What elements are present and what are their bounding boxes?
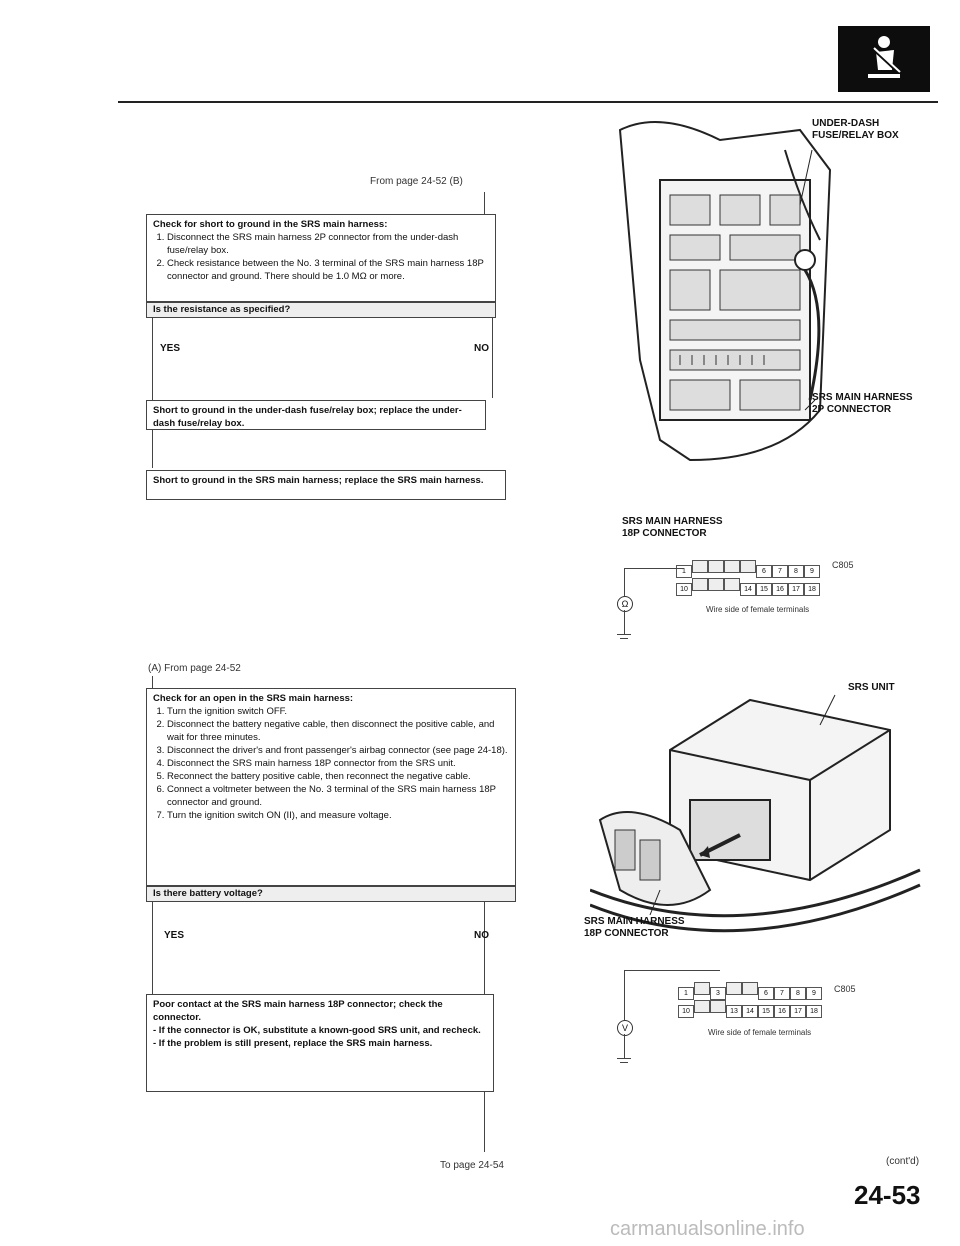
terminal: 16 <box>772 583 788 596</box>
terminal <box>742 982 758 995</box>
yes-label: YES <box>160 343 181 354</box>
terminal <box>708 578 724 591</box>
terminal: 6 <box>756 565 772 578</box>
ground-symbol <box>617 634 631 635</box>
result3-title: Poor contact at the SRS main harness 18P… <box>153 999 443 1023</box>
from-ref-a: (A) From page 24-52 <box>148 663 241 674</box>
flow-line <box>152 318 153 468</box>
probe-wire <box>624 970 625 1020</box>
terminal: 18 <box>806 1005 822 1018</box>
to-ref: To page 24-54 <box>440 1160 504 1171</box>
header-rule <box>118 101 938 103</box>
no-label: NO <box>474 343 489 354</box>
box2-step: Turn the ignition switch ON (II), and me… <box>167 809 509 822</box>
ground-symbol <box>617 1058 631 1059</box>
check-box-short-ground: Check for short to ground in the SRS mai… <box>146 214 496 302</box>
result3-item: - If the connector is OK, substitute a k… <box>153 1025 481 1036</box>
ground-symbol <box>620 638 628 639</box>
probe-wire <box>624 970 720 971</box>
terminal <box>740 560 756 573</box>
terminal: 16 <box>774 1005 790 1018</box>
terminal: 6 <box>758 987 774 1000</box>
flow-line <box>152 676 153 688</box>
ohmmeter-icon: Ω <box>617 596 633 612</box>
terminal <box>708 560 724 573</box>
box1-question: Is the resistance as specified? <box>146 302 496 318</box>
terminal: 9 <box>804 565 820 578</box>
terminal: 15 <box>756 583 772 596</box>
label-fuse-relay-box: UNDER-DASH FUSE/RELAY BOX <box>812 118 899 141</box>
terminal: 18 <box>804 583 820 596</box>
connector-caption: Wire side of female terminals <box>708 1028 812 1037</box>
ground-symbol <box>620 1062 628 1063</box>
watermark: carmanualsonline.info <box>610 1218 805 1240</box>
result-fuse-box: Short to ground in the under-dash fuse/r… <box>146 400 486 430</box>
box2-question: Is there battery voltage? <box>146 886 516 902</box>
no-label: NO <box>474 930 489 941</box>
terminal: 7 <box>774 987 790 1000</box>
ground-wire <box>624 1034 625 1058</box>
ground-wire <box>624 610 625 634</box>
terminal: 15 <box>758 1005 774 1018</box>
terminal <box>692 578 708 591</box>
label-18p-connector: SRS MAIN HARNESS 18P CONNECTOR <box>622 516 723 539</box>
terminal: 14 <box>740 583 756 596</box>
from-ref-top: From page 24-52 (B) <box>370 176 463 187</box>
yes-label: YES <box>164 930 185 941</box>
result-main-harness: Short to ground in the SRS main harness;… <box>146 470 506 500</box>
flow-line <box>492 318 493 398</box>
probe-wire <box>624 568 684 569</box>
terminal: 7 <box>772 565 788 578</box>
flow-line <box>484 192 485 214</box>
terminal: 8 <box>788 565 804 578</box>
terminal: 17 <box>790 1005 806 1018</box>
terminal <box>710 1000 726 1013</box>
terminal: 13 <box>726 1005 742 1018</box>
label-2p-connector: SRS MAIN HARNESS 2P CONNECTOR <box>812 392 913 415</box>
terminal <box>724 560 740 573</box>
label-srs-unit: SRS UNIT <box>848 682 895 693</box>
box2-step: Disconnect the driver's and front passen… <box>167 744 509 757</box>
connector-code: C805 <box>834 984 856 994</box>
terminal <box>726 982 742 995</box>
voltmeter-icon: V <box>617 1020 633 1036</box>
box1-step: Check resistance between the No. 3 termi… <box>167 257 489 283</box>
check-box-open: Check for an open in the SRS main harnes… <box>146 688 516 886</box>
box2-step: Reconnect the battery positive cable, th… <box>167 770 509 783</box>
terminal <box>692 560 708 573</box>
terminal: 17 <box>788 583 804 596</box>
terminal: 8 <box>790 987 806 1000</box>
fuse-box-illustration <box>600 110 920 480</box>
box2-step: Disconnect the SRS main harness 18P conn… <box>167 757 509 770</box>
terminal <box>724 578 740 591</box>
result-poor-contact: Poor contact at the SRS main harness 18P… <box>146 994 494 1092</box>
probe-wire <box>624 568 625 596</box>
terminal: 9 <box>806 987 822 1000</box>
box2-step: Turn the ignition switch OFF. <box>167 705 509 718</box>
connector-code: C805 <box>832 560 854 570</box>
box2-step: Connect a voltmeter between the No. 3 te… <box>167 783 509 809</box>
box2-step: Disconnect the battery negative cable, t… <box>167 718 509 744</box>
srs-unit-illustration <box>589 690 930 940</box>
box1-title: Check for short to ground in the SRS mai… <box>153 219 388 230</box>
terminal <box>694 982 710 995</box>
terminal: 14 <box>742 1005 758 1018</box>
box1-step: Disconnect the SRS main harness 2P conne… <box>167 231 489 257</box>
result3-item: - If the problem is still present, repla… <box>153 1038 433 1049</box>
page-number: 24-53 <box>854 1180 921 1210</box>
terminal: 1 <box>676 565 692 578</box>
label-18p-connector-2: SRS MAIN HARNESS 18P CONNECTOR <box>584 916 685 939</box>
continued-label: (cont'd) <box>886 1156 920 1167</box>
terminal: 10 <box>676 583 692 596</box>
flow-line <box>152 902 153 994</box>
connector-caption: Wire side of female terminals <box>706 605 810 614</box>
terminal: 1 <box>678 987 694 1000</box>
seatbelt-airbag-icon <box>838 26 930 92</box>
terminal: 3 <box>710 987 726 1000</box>
box2-title: Check for an open in the SRS main harnes… <box>153 693 354 704</box>
terminal: 10 <box>678 1005 694 1018</box>
terminal <box>694 1000 710 1013</box>
